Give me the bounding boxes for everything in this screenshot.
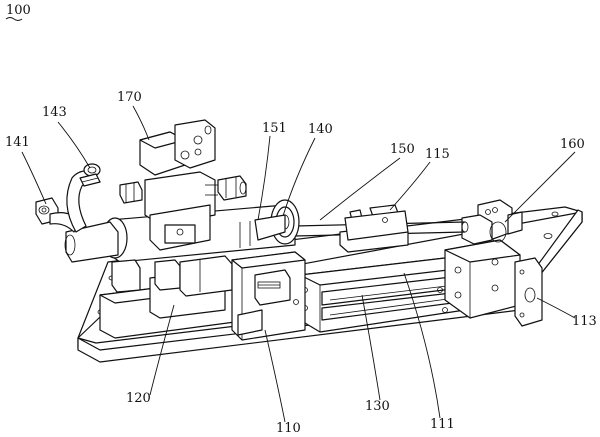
label-151: 151: [262, 121, 287, 136]
label-170: 170: [117, 90, 142, 105]
label-140: 140: [308, 122, 333, 137]
label-141: 141: [5, 135, 30, 150]
ref-tilde: [5, 17, 23, 21]
label-113: 113: [572, 314, 597, 329]
label-150: 150: [390, 142, 415, 157]
figure-ref-number: 100: [6, 3, 31, 18]
slider-carriage: [444, 239, 543, 327]
clamp-block: [461, 199, 523, 245]
label-110: 110: [276, 421, 301, 436]
hose-fittings: [35, 163, 101, 233]
rod-support: [339, 204, 409, 253]
label-120: 120: [126, 391, 151, 406]
leader-lines: [21, 105, 576, 423]
label-160: 160: [560, 137, 585, 152]
label-130: 130: [365, 399, 390, 414]
label-143: 143: [42, 105, 67, 120]
mount-block: [231, 251, 306, 341]
label-111: 111: [430, 417, 455, 432]
valve-assembly: [119, 119, 247, 251]
label-115: 115: [425, 147, 450, 162]
reference-labels: 141 143 170 151 140 150 115 160 113 120 …: [5, 90, 597, 436]
